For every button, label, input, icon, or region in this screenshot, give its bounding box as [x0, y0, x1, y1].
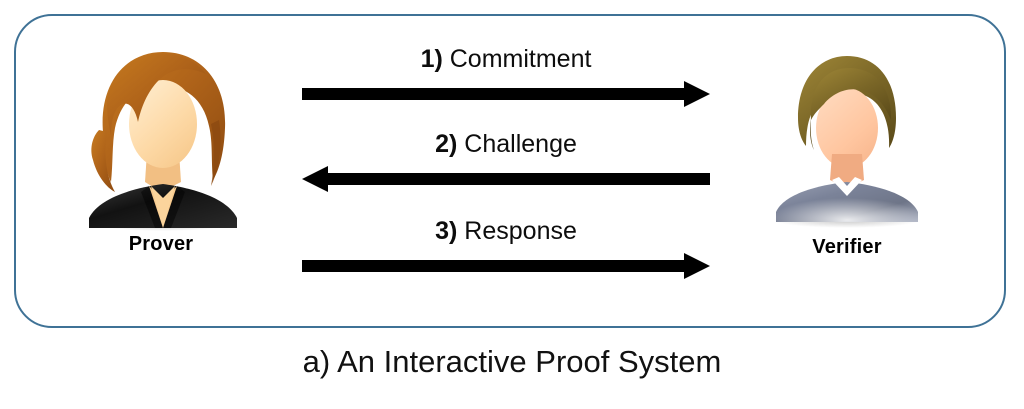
arrow-left-icon: [302, 166, 710, 192]
male-avatar-icon: [773, 56, 921, 228]
verifier-sideburn: [810, 118, 814, 150]
message-3-label: 3) Response: [300, 216, 712, 246]
figure-caption: a) An Interactive Proof System: [302, 344, 722, 379]
prover-hair-flick: [91, 130, 115, 192]
message-challenge: 2) Challenge: [300, 129, 712, 193]
message-1-text: Commitment: [449, 45, 592, 73]
message-2-text: Challenge: [464, 130, 577, 158]
verifier-collar: [832, 177, 862, 196]
message-3-arrow-area: [300, 252, 712, 280]
female-avatar-icon: [87, 52, 239, 231]
message-1-number: 1): [420, 45, 443, 73]
actor-prover: Prover: [56, 36, 266, 256]
arrow-right-icon: [302, 253, 710, 279]
prover-lapel-right: [163, 186, 185, 228]
verifier-avatar: [742, 46, 952, 228]
verifier-label: Verifier: [812, 236, 882, 258]
message-3-text: Response: [464, 217, 577, 245]
prover-face: [129, 80, 197, 168]
actor-verifier: Verifier: [742, 46, 952, 259]
prover-avatar: [56, 36, 266, 231]
prover-hair-fringe: [107, 54, 206, 136]
prover-label: Prover: [128, 233, 194, 255]
message-2-number: 2): [435, 130, 458, 158]
message-1-label: 1) Commitment: [300, 44, 712, 74]
prover-lapel-left: [141, 186, 163, 228]
message-commitment: 1) Commitment: [300, 44, 712, 108]
verifier-suit-highlight: [776, 182, 918, 222]
message-response: 3) Response: [300, 216, 712, 280]
prover-hair-right: [211, 120, 221, 186]
verifier-face: [816, 88, 878, 168]
message-2-label: 2) Challenge: [300, 129, 712, 159]
message-1-arrow-area: [300, 80, 712, 108]
verifier-hair-cap: [810, 68, 892, 120]
message-flow: 1) Commitment 2) Challenge: [300, 44, 712, 289]
message-3-number: 3): [435, 217, 458, 245]
message-2-arrow-area: [300, 165, 712, 193]
prover-vneck-inner: [151, 186, 175, 228]
arrow-right-icon: [302, 81, 710, 107]
